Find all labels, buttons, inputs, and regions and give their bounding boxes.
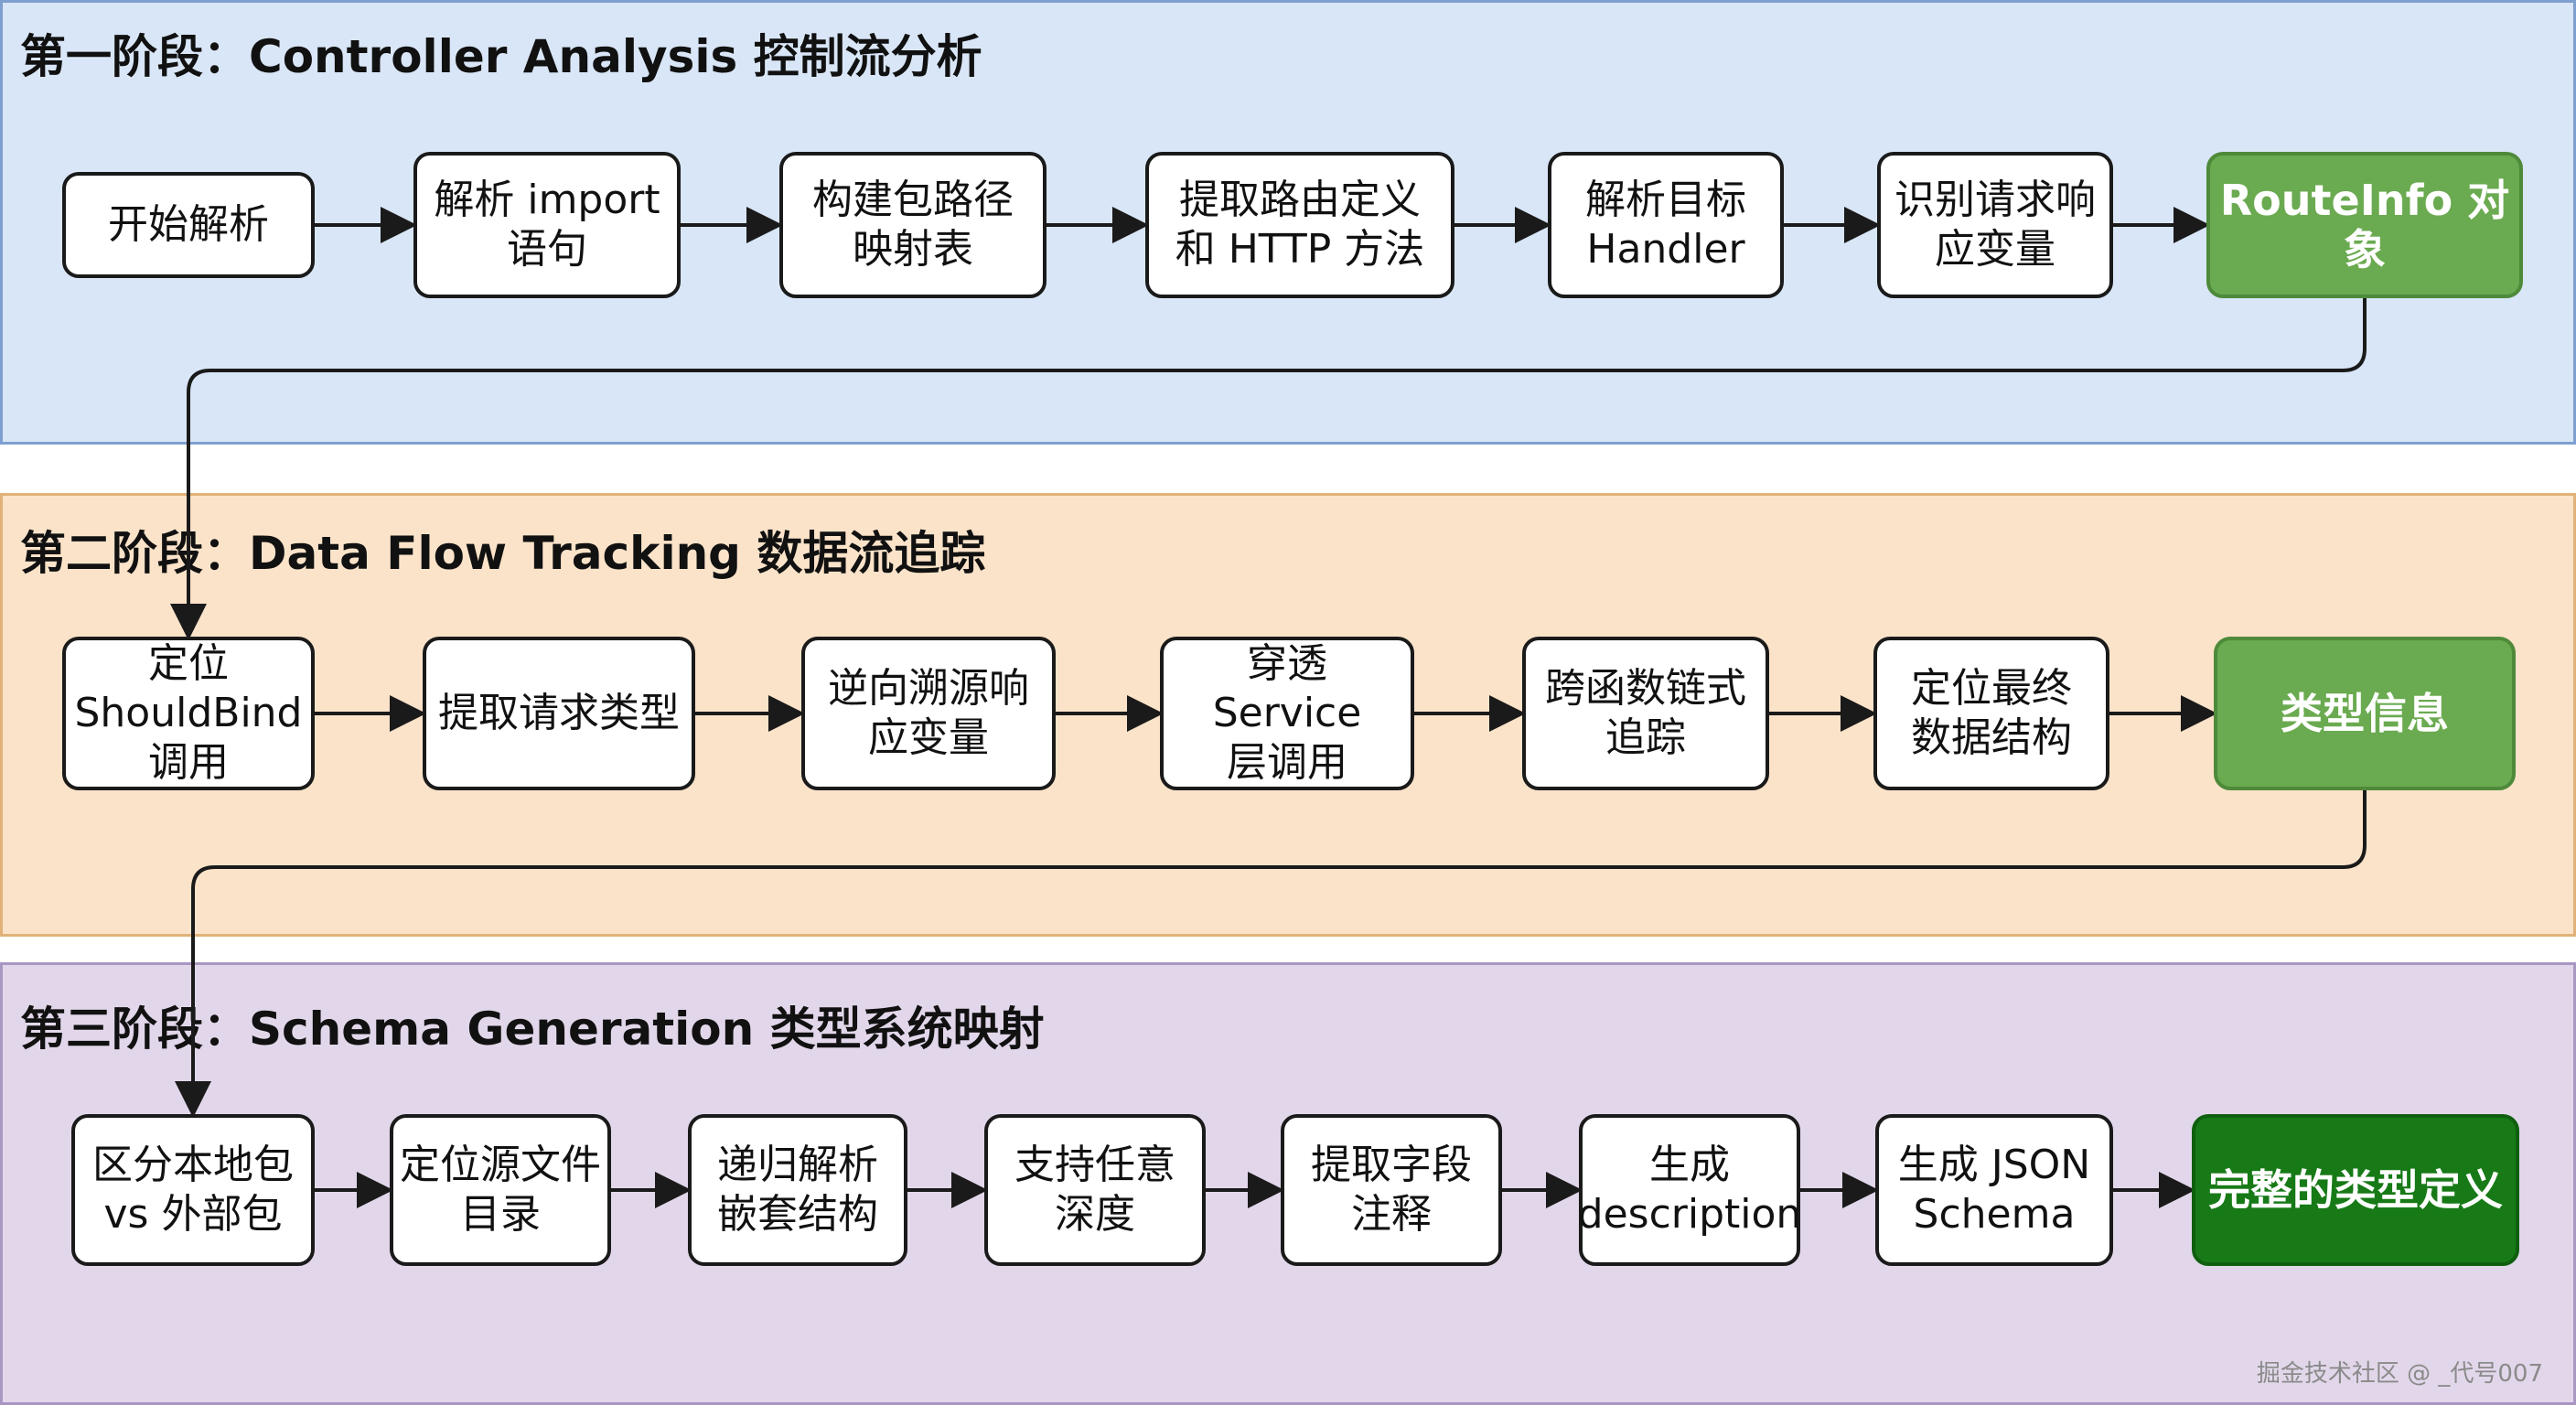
flow-node-extract-request-type: 提取请求类型: [423, 637, 695, 790]
flow-node-penetrate-service: 穿透 Service 层调用: [1160, 637, 1414, 790]
stage-2-title: 第二阶段：Data Flow Tracking 数据流追踪: [20, 527, 986, 580]
flow-node-start-parse: 开始解析: [62, 172, 315, 278]
flow-node-extract-routes: 提取路由定义 和 HTTP 方法: [1145, 152, 1454, 298]
flow-node-any-depth: 支持任意 深度: [984, 1114, 1206, 1266]
flow-node-type-info: 类型信息: [2214, 637, 2516, 790]
stage-3-title: 第三阶段：Schema Generation 类型系统映射: [20, 1003, 1045, 1056]
flow-node-complete-type-def: 完整的类型定义: [2192, 1114, 2519, 1266]
stage-1-title: 第一阶段：Controller Analysis 控制流分析: [20, 30, 982, 83]
flow-node-generate-description: 生成 description: [1578, 1114, 1801, 1266]
flow-node-locate-final-struct: 定位最终 数据结构: [1873, 637, 2109, 790]
flow-node-cross-function-trace: 跨函数链式 追踪: [1522, 637, 1769, 790]
flow-node-parse-handler: 解析目标 Handler: [1548, 152, 1784, 298]
flow-node-build-package-map: 构建包路径 映射表: [779, 152, 1046, 298]
flow-node-locate-source-dir: 定位源文件 目录: [390, 1114, 611, 1266]
flow-node-recursive-parse: 递归解析 嵌套结构: [688, 1114, 907, 1266]
flow-node-trace-response-var: 逆向溯源响 应变量: [801, 637, 1056, 790]
flow-node-locate-shouldbind: 定位 ShouldBind 调用: [62, 637, 315, 790]
flow-node-local-vs-external: 区分本地包 vs 外部包: [71, 1114, 315, 1266]
flow-node-identify-vars: 识别请求响 应变量: [1877, 152, 2113, 298]
watermark-text: 掘金技术社区 @ _代号007: [2256, 1360, 2543, 1388]
flow-node-extract-field-comments: 提取字段 注释: [1281, 1114, 1502, 1266]
flow-node-generate-json-schema: 生成 JSON Schema: [1875, 1114, 2113, 1266]
flow-node-routeinfo-object: RouteInfo 对象: [2206, 152, 2523, 298]
flow-node-parse-imports: 解析 import 语句: [413, 152, 681, 298]
